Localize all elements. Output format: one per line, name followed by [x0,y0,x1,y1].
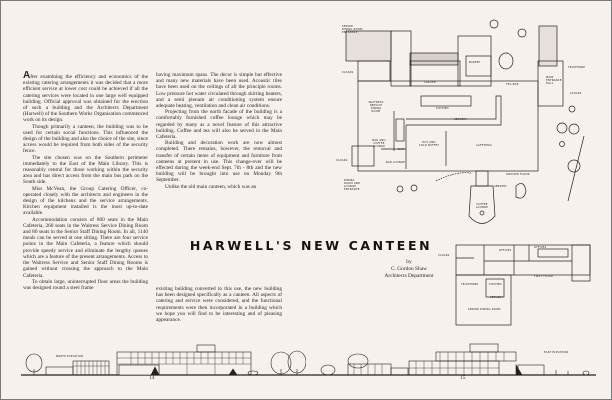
article-byline: by C. Gordon Shaw Architects Department [361,259,457,280]
plan-label-cafeteria: CAFETERIA [476,144,493,147]
page-number-left: 14 [149,375,155,381]
paragraph: Accommodation consists of 800 seats in t… [23,216,148,279]
page-15: SENIOR DINING ROOM ENTRANCE CLOAKS LARDE… [306,1,611,399]
first-plan-label-first-floor: FIRST FLOOR [534,275,554,278]
plan-label-dining-lounge-entrance: DINING ROOM AND LOUNGE ENTRANCE [344,179,361,191]
article-title: HARWELL'S NEW CANTEEN [189,238,433,253]
paragraph: Building and decoration work are now alm… [156,140,282,184]
east-elevation-drawing [306,343,596,376]
drop-cap: A [23,70,31,81]
plan-label-hot-cold-buffet: HOT AND COLD BUFFET [418,141,440,147]
first-plan-label-telephone: TELEPHONE [461,283,479,286]
paragraph: To obtain large, uninterrupted floor are… [23,278,148,291]
first-plan-label-cloaks: CLOAKS [438,254,450,257]
north-elevation-drawing [21,344,306,376]
paragraph: Though primarily a canteen, the building… [23,123,148,155]
plan-label-cloaks-east: CLOAKS [570,92,582,95]
plan-label-ground-floor: GROUND FLOOR [506,173,530,176]
first-plan-label-offices-2: OFFICES [534,246,547,249]
first-floor-plan [455,244,591,326]
plan-label-larder: LARDER [424,81,436,84]
east-elevation-label: EAST ELEVATION [544,351,569,354]
plan-label-waitress-dining: WAITRESS SERVICE DINING ROOM [368,101,384,113]
plan-label-coffee-lounge: COFFEE LOUNGE [475,203,489,209]
article-column-1: After examining the efficiency and econo… [23,70,148,291]
north-elevation-label: NORTH ELEVATION [56,355,84,358]
plan-label-bar-lounge: BAR LOUNGE [386,161,406,164]
plan-label-bakery: BAKERY [469,61,481,64]
paragraph: Miss McVean, the Group Catering Officer,… [23,185,148,217]
plan-label-main-entrance-hall: MAIN ENTRANCE HALL [546,76,562,85]
plan-label-cloaks: CLOAKS [342,71,354,74]
first-plan-label-senior-dining: SENIOR DINING ROOM [468,308,501,311]
first-plan-label-kitchen: KITCHEN [489,283,502,286]
plan-label-cloaks-sw: CLOAKS [336,159,348,162]
byline-by: by [406,259,412,265]
article-column-3: existing building converted to this use,… [156,286,282,323]
plan-label-kitchen: KITCHEN [436,107,449,110]
ground-floor-plan [345,19,585,224]
paragraph: After examining the efficiency and econo… [23,70,148,124]
plan-label-bar-coffee-lounge: BAR AND COFFEE LOUNGE [372,139,386,148]
plan-label-bar: BAR [398,148,404,151]
paragraph: existing building converted to this use,… [156,286,282,324]
paragraph: Projecting from the north facade of the … [156,109,282,141]
plan-label-servery: SERVERY [454,118,467,121]
page-14: After examining the efficiency and econo… [1,1,306,399]
paragraph: The site chosen was on the Southern peri… [23,154,148,186]
first-plan-label-offices: OFFICES [499,249,512,252]
plan-label-servery-coffee: SERVERY [494,185,507,188]
page-number-right: 15 [460,375,466,381]
byline-department: Architects Department [384,273,434,279]
paragraph: Unlike the old main canteen, which was a… [165,183,257,190]
paragraph: having maximum spans. The decor is simpl… [156,72,282,110]
plan-label-tea-bar: TEA BAR [506,83,519,86]
first-plan-label-servery: SERVERY [490,296,503,299]
plan-label-telephone: TELEPHONE [568,66,586,69]
byline-author: C. Gordon Shaw [390,266,428,272]
article-column-2: having maximum spans. The decor is simpl… [156,72,282,190]
plan-label-senior-dining-entrance: SENIOR DINING ROOM ENTRANCE [342,25,363,34]
